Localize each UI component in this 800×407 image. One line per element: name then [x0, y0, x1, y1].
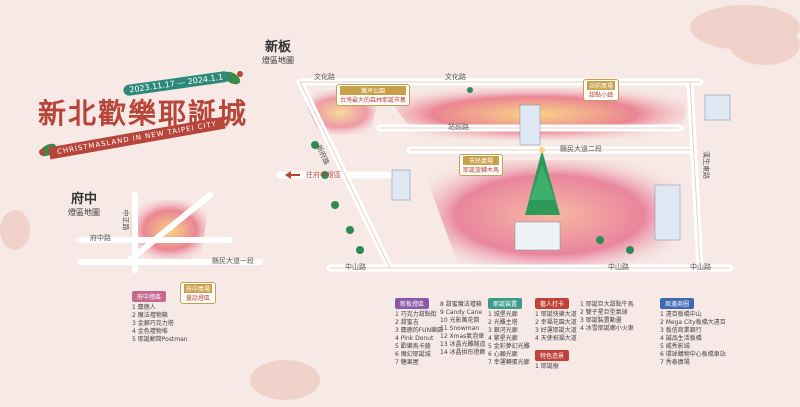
legend-item: 3 耶誕裝置動畫	[580, 317, 622, 324]
legend-item: 2 光雕主塔	[488, 319, 518, 326]
legend-item: 6 環球購物中心板橋車站	[660, 351, 726, 358]
fuzhong-area-title: 府中 燈區地圖	[68, 192, 100, 217]
legend-item: 1 城堡光廊	[488, 311, 518, 318]
legend-item: 7 幸運轉蛋光廊	[488, 359, 530, 366]
road-label-zhongzheng: 中正路	[121, 209, 130, 231]
legend-banqiao-2: 8 甜蜜魔法禮箱 9 Candy Cane 10 光影萬花筒 11 Snowma…	[440, 301, 486, 357]
legend-item: 4 繁星光廊	[488, 335, 518, 342]
tag-wanping-park[interactable]: 萬坪公園 台灣最大的森林耶誕市集	[336, 84, 411, 106]
road-label-to-fuzhong[interactable]: 往府中燈區	[306, 171, 341, 179]
legend-head: 藝人打卡	[535, 298, 570, 309]
banqiao-area-title: 新板 燈區地圖	[262, 40, 294, 65]
building-station	[519, 104, 541, 146]
cloud-decoration	[0, 210, 30, 250]
legend-item: 4 Pink Donut	[395, 335, 434, 342]
legend-head: 周邊商圈	[660, 298, 695, 309]
legend-item: 5 威秀影城	[660, 343, 690, 350]
road-label-zhongshan: 中山路	[690, 263, 711, 271]
legend-checkin: 藝人打卡 1 耶誕快樂大道 2 幸福花園大道 3 好運耶誕大道 4 天使祝福大道…	[535, 291, 577, 371]
legend-item: 6 魔幻耶誕城	[395, 351, 431, 358]
legend-item: 4 金色禮物堆	[132, 328, 168, 335]
cloud-decoration	[730, 25, 800, 65]
legend-item: 5 歡樂馬卡龍	[395, 343, 431, 350]
legend-item: 2 Mega City板橋大遠百	[660, 319, 726, 326]
legend-item: 1 耶誕快樂大道	[535, 311, 577, 318]
legend-shopping: 周邊商圈 1 遠百板橋中山 2 Mega City板橋大遠百 3 板信商業銀行 …	[660, 291, 726, 367]
legend-item: 4 天使祝福大道	[535, 335, 577, 342]
legend-item: 3 麋鹿的FUN樂園	[395, 327, 444, 334]
legend-item: 3 好運耶誕大道	[535, 327, 577, 334]
road-label-wenhua: 文化路	[314, 73, 335, 81]
legend-installations: 耶誕裝置 1 城堡光廊 2 光雕主塔 3 銀河光廊 4 繁星光廊 5 金彩夢幻光…	[488, 291, 530, 367]
legend-item: 1 耶誕樹	[535, 363, 559, 370]
road-label-zhongshan: 中山路	[345, 263, 366, 271]
legend-item: 3 板信商業銀行	[660, 327, 702, 334]
building-top-right	[704, 94, 731, 121]
legend-head: 新板燈區	[395, 298, 430, 309]
legend-item: 11 Snowman	[440, 325, 480, 332]
road-fuzhong-diag	[127, 192, 213, 263]
legend-item: 14 冰晶拱形燈飾	[440, 349, 486, 356]
legend-item: 3 銀河光廊	[488, 327, 518, 334]
building-right	[654, 184, 681, 241]
road-label-county1: 縣民大道一段	[212, 257, 254, 265]
tag-station-square[interactable]: 站前廣場 甜點小鎮	[583, 79, 620, 101]
legend-item: 2 甜蜜吉	[395, 319, 419, 326]
legend-item: 9 Candy Cane	[440, 309, 483, 316]
road-label-zhanqian: 站前路	[448, 123, 469, 131]
event-title-block: 2023.11.17 — 2024.1.1 新北歡樂耶誕城 CHRISTMASL…	[28, 70, 258, 180]
legend-item: 3 金銀巧克力塔	[132, 320, 174, 327]
road-label-wenhua: 文化路	[445, 73, 466, 81]
legend-item: 4 冰雪耶誕鄉小火車	[580, 325, 634, 332]
tag-citizen-square[interactable]: 市民廣場 耶誕旋轉木馬	[459, 154, 504, 176]
legend-item: 6 心願光廊	[488, 351, 518, 358]
legend-item: 7 秀泰廣場	[660, 359, 690, 366]
legend-item: 7 糖果屋	[395, 359, 419, 366]
legend-item: 1 麋鹿人	[132, 304, 156, 311]
legend-banqiao-1: 新板燈區 1 巧克力甜點街 2 甜蜜吉 3 麋鹿的FUN樂園 4 Pink Do…	[395, 291, 443, 367]
legend-item: 1 遠百板橋中山	[660, 311, 702, 318]
legend-special: 1 耶誕巨大甜點牛馬 2 雙子星巨型氣球 3 耶誕裝置動畫 4 冰雪耶誕鄉小火車	[580, 301, 634, 333]
legend-item: 1 耶誕巨大甜點牛馬	[580, 301, 634, 308]
legend-item: 2 幸福花園大道	[535, 319, 577, 326]
legend-head: 特色造景	[535, 350, 570, 361]
tag-fuzhong-square[interactable]: 府中廣場 童話燈區	[180, 282, 217, 304]
legend-item: 8 甜蜜魔法禮箱	[440, 301, 482, 308]
legend-item: 5 金彩夢幻光雕	[488, 343, 530, 350]
road-label-hanshi: 漢生東路	[702, 151, 710, 179]
legend-head: 耶誕裝置	[488, 298, 523, 309]
legend-item: 4 誠品生活板橋	[660, 335, 702, 342]
legend-fuzhong: 府中燈區 1 麋鹿人 2 魔法禮物箱 3 金銀巧克力塔 4 金色禮物堆 5 耶誕…	[132, 284, 188, 344]
road-label-zhongshan: 中山路	[608, 263, 629, 271]
building-city-hall	[514, 221, 561, 251]
legend-item: 10 光影萬花筒	[440, 317, 480, 324]
cloud-decoration	[250, 360, 320, 400]
road-label-county2: 縣民大道二段	[560, 145, 602, 153]
legend-item: 2 魔法禮物箱	[132, 312, 168, 319]
legend-item: 5 耶誕郵筒Postman	[132, 336, 188, 343]
building-left	[391, 169, 411, 201]
legend-item: 12 Xmas氣泡車	[440, 333, 485, 340]
legend-item: 1 巧克力甜點街	[395, 311, 437, 318]
road-label-fuzhong: 府中路	[90, 234, 111, 242]
legend-item: 13 冰晶光雕隧道	[440, 341, 486, 348]
legend-head: 府中燈區	[132, 291, 167, 302]
legend-item: 2 雙子星巨型氣球	[580, 309, 628, 316]
